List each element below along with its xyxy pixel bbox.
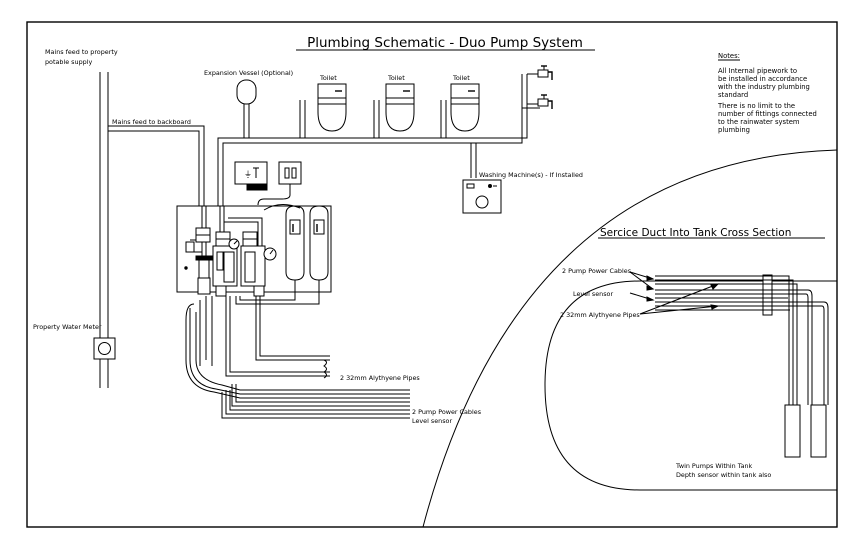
toilet-1-label: Toilet — [319, 74, 337, 82]
washing-machine-label: Washing Machine(s) - If Installed — [479, 171, 583, 179]
expansion-vessel-label: Expansion Vessel (Optional) — [204, 69, 293, 77]
cross-section-title: Sercice Duct Into Tank Cross Section — [600, 227, 791, 239]
tap-icon-upper — [537, 65, 553, 80]
notes-block: Notes: All Internal pipework to be insta… — [717, 52, 817, 134]
mains-property-label-1: Mains feed to property — [45, 48, 118, 56]
mains-feed-property-pipe — [99, 72, 109, 388]
cs-power-cables-label: 2 Pump Power Cables — [562, 267, 632, 275]
washing-machine — [462, 179, 502, 214]
cs-level-sensor-label: Level sensor — [573, 290, 613, 298]
diagram-title: Plumbing Schematic - Duo Pump System — [307, 35, 583, 51]
mains-feed-backboard-pipe — [108, 125, 205, 218]
mains-backboard-label: Mains feed to backboard — [112, 118, 191, 126]
distribution-pipework — [217, 73, 540, 218]
tank-note-line-1: Twin Pumps Within Tank — [675, 462, 753, 470]
socket-box — [278, 161, 302, 185]
expansion-vessel — [236, 79, 257, 105]
drawing-border — [26, 21, 838, 528]
note-1-line-4: standard — [718, 91, 748, 99]
toilet-2 — [385, 83, 415, 132]
property-meter-label: Property Water Meter — [33, 323, 102, 331]
cs-pipes-label: 2 32mm Alythyene Pipes — [560, 311, 640, 319]
toilet-3 — [450, 83, 480, 132]
note-2-line-1: There is no limit to the — [717, 102, 795, 110]
svg-text:⏚: ⏚ — [244, 170, 252, 179]
toilet-3-label: Toilet — [452, 74, 470, 82]
pump-backboard — [176, 204, 332, 305]
note-1-line-1: All Internal pipework to — [718, 67, 797, 75]
note-2-line-4: plumbing — [718, 126, 750, 134]
power-cables-label: 2 Pump Power Cables — [412, 408, 482, 416]
control-switch-box: ⏚ — [234, 161, 268, 191]
tap-icon-lower — [537, 94, 553, 109]
note-2-line-2: number of fittings connected — [718, 110, 817, 118]
level-sensor-label: Level sensor — [412, 417, 452, 425]
pipes-label: 2 32mm Alythyene Pipes — [340, 374, 420, 382]
property-water-meter — [93, 337, 116, 360]
ground-arc — [422, 149, 838, 528]
toilet-1 — [317, 83, 347, 132]
service-duct — [655, 274, 829, 458]
pipe-and-cable-bundle — [185, 296, 410, 419]
note-1-line-2: be installed in accordance — [718, 75, 807, 83]
mains-property-label-2: potable supply — [45, 58, 92, 66]
cross-section-leaders — [629, 271, 720, 315]
notes-heading: Notes: — [718, 52, 740, 60]
socket-cable — [257, 184, 291, 206]
toilet-2-label: Toilet — [387, 74, 405, 82]
note-1-line-3: with the industry plumbing — [718, 83, 810, 91]
tank-outline — [544, 280, 837, 491]
note-2-line-3: to the rainwater system — [718, 118, 800, 126]
tank-note-line-2: Depth sensor within tank also — [676, 471, 771, 479]
